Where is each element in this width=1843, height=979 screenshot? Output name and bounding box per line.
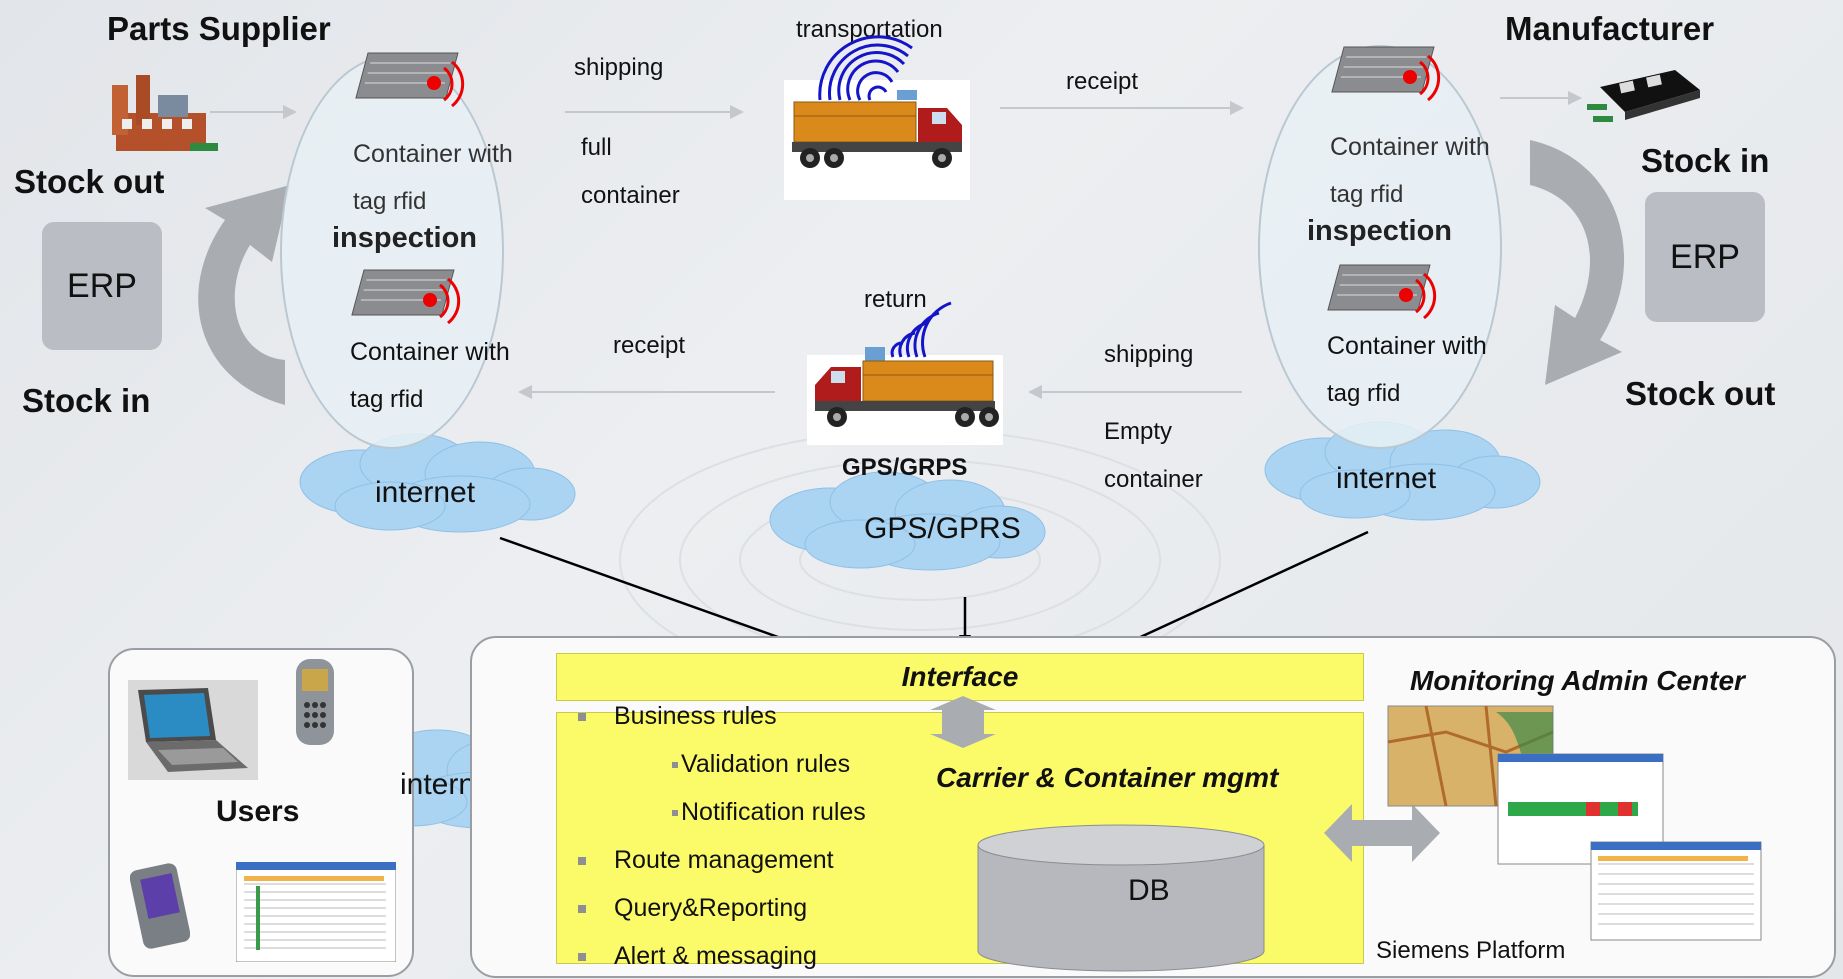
manufacturer-title: Manufacturer: [1505, 10, 1715, 47]
supplier-container-top-line2: tag rfid: [353, 188, 427, 215]
truck-bottom-icon: [807, 301, 1003, 445]
manufacturer-ellipse: [1258, 45, 1502, 449]
rule-alert: Alert & messaging: [578, 942, 817, 971]
manufacturer-container-bottom-line2: tag rfid: [1327, 380, 1401, 407]
supplier-container-bottom-line2: tag rfid: [350, 386, 424, 413]
manufacturer-inspection: inspection: [1307, 215, 1453, 247]
rule-query: Query&Reporting: [578, 894, 807, 923]
supplier-container-bottom-line1: Container with: [350, 338, 510, 366]
top-full-label-line1: full: [581, 134, 612, 161]
db-cylinder-icon: [977, 824, 1265, 972]
manufacturer-container-bottom-line1: Container with: [1327, 332, 1487, 360]
monitoring-label: Monitoring Admin Center: [1410, 665, 1745, 696]
manufacturer-erp-box: ERP: [1645, 192, 1765, 322]
top-receipt-label: receipt: [1066, 68, 1139, 95]
supplier-title: Parts Supplier: [107, 10, 331, 47]
factory-icon: [112, 75, 218, 151]
supplier-inspection: inspection: [332, 222, 478, 254]
carrier-container-label: Carrier & Container mgmt: [936, 762, 1279, 793]
arrow-left-to-interface: [499, 536, 822, 655]
users-label: Users: [216, 795, 300, 828]
rule-route: Route management: [578, 846, 834, 875]
mobile-phone-icon: [296, 659, 334, 745]
bottom-empty-label-line2: container: [1104, 466, 1203, 493]
bottom-receipt-label: receipt: [613, 332, 686, 359]
supplier-cycle-arrow: [198, 185, 290, 405]
cloud-left-label: internet: [375, 476, 476, 509]
rule-business: Business rules: [578, 702, 777, 731]
bottom-gps-label: GPS/GRPS: [842, 454, 968, 481]
top-shipping-label: shipping: [574, 54, 664, 81]
manufacturer-erp-label: ERP: [1670, 237, 1740, 276]
top-full-label-line2: container: [581, 182, 680, 209]
cloud-center-label: GPS/GPRS: [864, 512, 1021, 545]
manufacturer-container-top-line1: Container with: [1330, 133, 1490, 161]
bottom-shipping-label: shipping: [1104, 341, 1194, 368]
monitoring-screenshots-icon: [1387, 705, 1762, 941]
db-monitoring-double-arrow: [1324, 804, 1440, 862]
supplier-container-top-icon: [355, 52, 465, 108]
bottom-empty-label-line1: Empty: [1104, 418, 1173, 445]
manufacturer-container-top-line2: tag rfid: [1330, 181, 1404, 208]
pda-icon: [130, 863, 190, 949]
db-label: DB: [1128, 874, 1170, 907]
interface-label: Interface: [901, 661, 1019, 692]
manufacturer-container-top-icon: [1331, 46, 1441, 102]
manufacturer-stock-out: Stock out: [1625, 375, 1776, 412]
supplier-ellipse: [280, 55, 504, 449]
rule-validation: Validation rules: [672, 750, 850, 779]
manufacturer-cycle-arrow: [1530, 140, 1625, 385]
manufacturer-stock-in: Stock in: [1641, 142, 1770, 179]
report-screenshot-icon: [236, 862, 396, 962]
supplier-stock-in: Stock in: [22, 382, 151, 419]
siemens-platform-label: Siemens Platform: [1376, 937, 1566, 964]
supplier-erp-box: ERP: [42, 222, 162, 350]
supplier-stock-out: Stock out: [14, 163, 165, 200]
interface-double-arrow: [930, 696, 996, 748]
assembly-line-icon: [1587, 70, 1700, 122]
supplier-erp-label: ERP: [67, 266, 137, 305]
laptop-icon: [128, 680, 258, 780]
supplier-container-top-line1: Container with: [353, 140, 513, 168]
rule-notification: Notification rules: [672, 798, 866, 827]
manufacturer-container-bottom-icon: [1327, 264, 1437, 320]
truck-top-icon: [784, 35, 970, 200]
supplier-container-bottom-icon: [351, 269, 461, 325]
cloud-right-label: internet: [1336, 462, 1437, 495]
bottom-return-label: return: [864, 286, 927, 313]
arrow-right-to-interface: [1106, 530, 1369, 654]
